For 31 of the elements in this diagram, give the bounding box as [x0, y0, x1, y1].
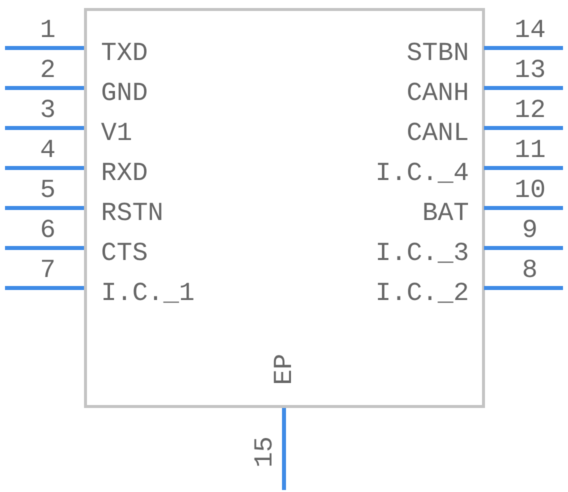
pin-name: I.C._1 [101, 280, 195, 306]
pin-name: RSTN [101, 200, 164, 226]
pin-number: 8 [522, 257, 538, 283]
pin-name: GND [101, 80, 148, 106]
pin-name: EP [271, 354, 297, 385]
pin-number: 14 [514, 17, 546, 43]
pin-number: 4 [40, 137, 56, 163]
pin-name: V1 [101, 120, 132, 146]
pin-number: 11 [514, 137, 546, 163]
pin-name: CTS [101, 240, 148, 266]
pin-name: CANL [406, 120, 469, 146]
pin-number: 2 [40, 57, 56, 83]
pin-number: 5 [40, 177, 56, 203]
ic-body [84, 8, 485, 408]
pin-number: 15 [251, 436, 278, 468]
pin-name: TXD [101, 40, 148, 66]
pin-number: 9 [522, 217, 538, 243]
pin-name: BAT [422, 200, 469, 226]
pin-name: I.C._2 [375, 280, 469, 306]
pin-name: STBN [406, 40, 469, 66]
pin-name: I.C._3 [375, 240, 469, 266]
pin-name: I.C._4 [375, 160, 469, 186]
pin-name: CANH [406, 80, 469, 106]
pin-number: 1 [40, 17, 56, 43]
pin-number: 6 [40, 217, 56, 243]
pin-number: 12 [514, 97, 546, 123]
pin-number: 7 [40, 257, 56, 283]
pin-number: 13 [514, 57, 546, 83]
pin-number: 10 [514, 177, 546, 203]
pin-number: 3 [40, 97, 56, 123]
pin-name: RXD [101, 160, 148, 186]
